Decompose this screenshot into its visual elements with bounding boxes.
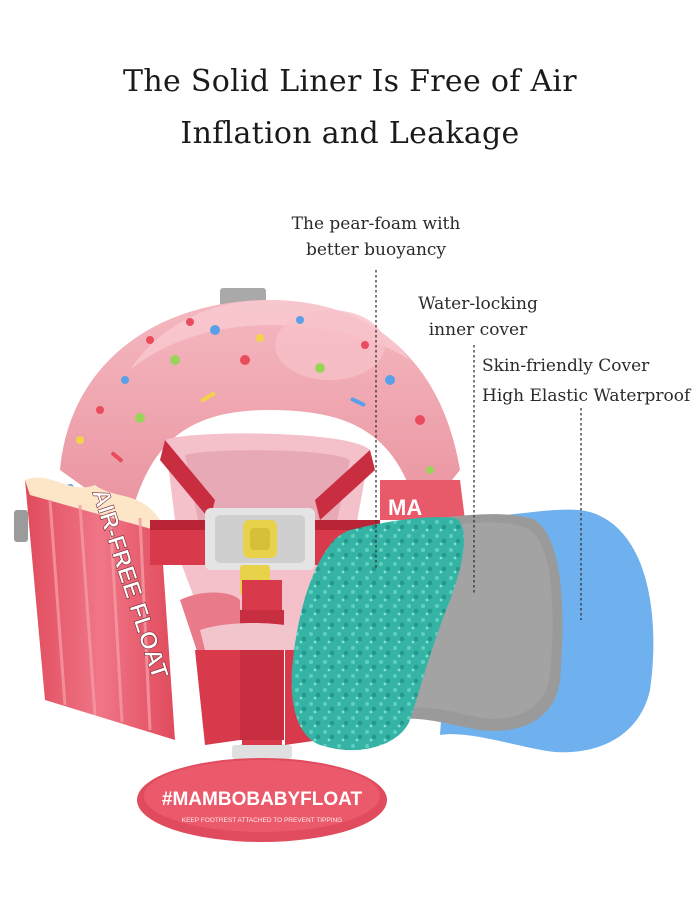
callout-inner-cover-line-1: Water-locking	[418, 294, 538, 314]
callout-foam-line-2: better buoyancy	[305, 240, 447, 260]
float-ring	[60, 300, 460, 520]
cupcake-wrapper-right: MA	[380, 480, 465, 520]
foam-layer	[291, 517, 465, 751]
callout-outer-cover: Skin-friendly Cover High Elastic Waterpr…	[482, 353, 692, 409]
left-clip	[14, 510, 28, 542]
cupcake-wrapper: AIR-FREE FLOAT	[25, 477, 175, 740]
callout-inner-cover: Water-locking inner cover	[398, 291, 558, 343]
callout-outer-cover-line-2: High Elastic Waterproof	[482, 386, 691, 406]
sprinkles	[66, 316, 434, 492]
callout-inner-cover-line-2: inner cover	[428, 320, 528, 340]
liner-cross-section	[291, 509, 654, 753]
right-side-label: MA	[388, 495, 422, 520]
leader-lines	[375, 270, 582, 620]
callout-foam-line-1: The pear-foam with	[291, 214, 461, 234]
footrest: #MAMBOBABYFLOAT KEEP FOOTREST ATTACHED T…	[137, 758, 387, 842]
headline-line-2: Inflation and Leakage	[180, 116, 520, 151]
callout-foam: The pear-foam with better buoyancy	[276, 211, 476, 263]
footrest-tag: #MAMBOBABYFLOAT	[162, 789, 363, 810]
headline-line-1: The Solid Liner Is Free of Air	[123, 64, 577, 99]
callout-outer-cover-line-1: Skin-friendly Cover	[482, 356, 650, 376]
footrest-note: KEEP FOOTREST ATTACHED TO PREVENT TIPPIN…	[182, 817, 343, 824]
